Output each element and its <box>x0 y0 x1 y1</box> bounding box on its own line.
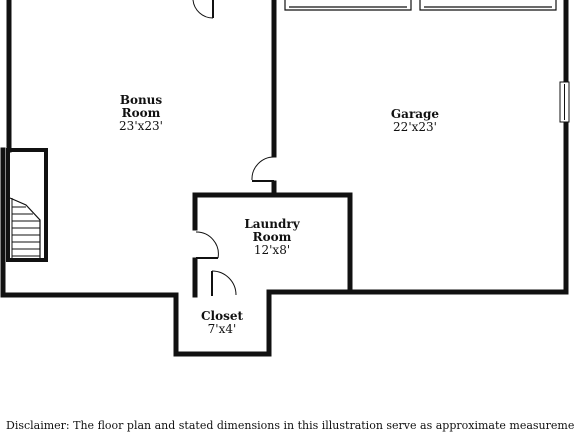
closet-label: Closet 7'x4' <box>180 310 264 336</box>
garage-doors <box>284 0 557 11</box>
laundry-room-name-line1: Laundry <box>244 217 300 231</box>
garage-door-swing <box>251 156 275 181</box>
doors <box>192 0 275 296</box>
garage-door-right <box>419 0 557 11</box>
closet-name: Closet <box>200 309 244 323</box>
closet-dims: 7'x4' <box>207 322 237 336</box>
laundry-room-dims: 12'x8' <box>253 243 291 257</box>
garage-window <box>559 81 570 123</box>
stair-outline <box>9 197 41 258</box>
stairs <box>6 148 48 262</box>
walls <box>0 0 569 357</box>
garage-dims: 22'x23' <box>393 120 437 134</box>
laundry-room-label: Laundry Room 12'x8' <box>230 218 314 257</box>
closet-door-swing <box>211 270 237 296</box>
bonus-door-swing <box>192 0 214 19</box>
laundry-room-name-line2: Room <box>252 230 292 244</box>
stair-enclosure <box>6 148 48 262</box>
bonus-room-name-line2: Room <box>121 106 161 120</box>
disclaimer-text: Disclaimer: The floor plan and stated di… <box>6 419 574 432</box>
garage-label: Garage 22'x23' <box>373 108 457 134</box>
garage-door-left <box>284 0 412 11</box>
bonus-room-dims: 23'x23' <box>119 119 163 133</box>
bonus-room-label: Bonus Room 23'x23' <box>99 94 183 133</box>
laundry-door-swing <box>195 231 219 259</box>
garage-name: Garage <box>390 107 440 121</box>
bonus-room-name-line1: Bonus <box>119 93 163 107</box>
